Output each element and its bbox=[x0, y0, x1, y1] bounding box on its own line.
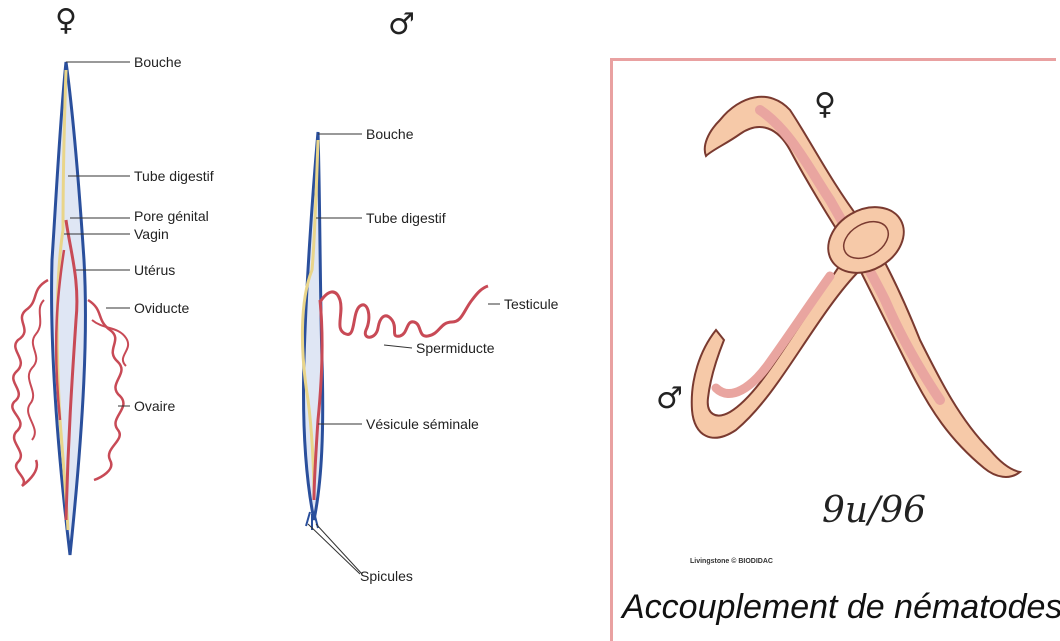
image-credit: Livingstone © BIODIDAC bbox=[690, 558, 773, 565]
mating-female-symbol: ♀ bbox=[814, 90, 836, 120]
label-pore-genital: Pore génital bbox=[134, 208, 209, 224]
label-oviducte: Oviducte bbox=[134, 300, 189, 316]
label-tube-digestif-male: Tube digestif bbox=[366, 210, 446, 226]
artist-signature: 9u/96 bbox=[822, 490, 926, 531]
label-testicule: Testicule bbox=[504, 296, 558, 312]
label-tube-digestif-female: Tube digestif bbox=[134, 168, 214, 184]
mating-caption: Accouplement de nématodes bbox=[622, 588, 1060, 627]
mating-panel-frame bbox=[610, 58, 1056, 641]
label-ovaire: Ovaire bbox=[134, 398, 175, 414]
label-uterus: Utérus bbox=[134, 262, 175, 278]
label-bouche-female: Bouche bbox=[134, 54, 181, 70]
label-vagin: Vagin bbox=[134, 226, 169, 242]
male-symbol: ♂ bbox=[388, 10, 415, 40]
label-spicules: Spicules bbox=[360, 568, 413, 584]
label-bouche-male: Bouche bbox=[366, 126, 413, 142]
male-worm-drawing bbox=[302, 132, 488, 530]
mating-male-symbol: ♂ bbox=[656, 384, 683, 414]
label-vesicule-seminale: Vésicule séminale bbox=[366, 416, 479, 432]
label-spermiducte: Spermiducte bbox=[416, 340, 495, 356]
